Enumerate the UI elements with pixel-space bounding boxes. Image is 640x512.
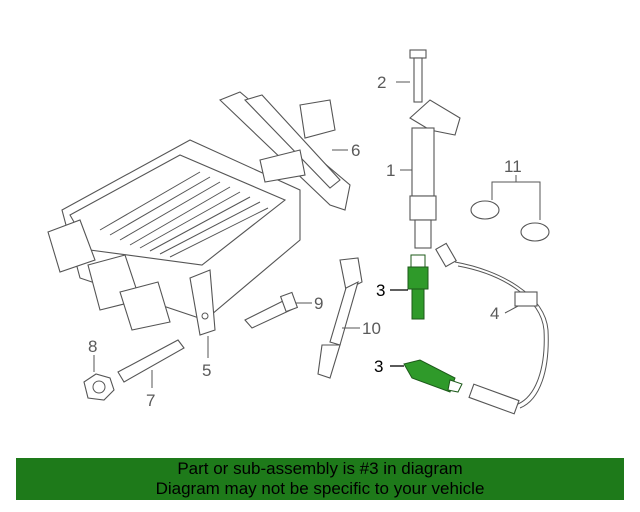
nut: [83, 373, 115, 401]
callout-3-vertical: 3: [376, 281, 385, 300]
ignition-coil: [409, 99, 461, 249]
ecu-module: [47, 139, 301, 336]
callout-10: 10: [362, 319, 381, 338]
callout-1: 1: [386, 161, 395, 180]
bracket: [219, 91, 351, 211]
spark-plug-vertical: [407, 254, 429, 320]
tube: [117, 339, 185, 383]
leader-lines: [93, 81, 519, 388]
banner-line-disclaimer: Diagram may not be specific to your vehi…: [155, 479, 485, 498]
plug-wire: [435, 242, 549, 415]
callout-5: 5: [202, 361, 211, 380]
spark-plug-horizontal: [403, 359, 463, 393]
callout-4: 4: [490, 304, 499, 323]
coil-boot-short: [244, 291, 299, 329]
callout-11: 11: [504, 157, 522, 176]
callout-3-horizontal: 3: [374, 357, 383, 376]
coil-boot-long: [317, 257, 363, 379]
notice-banner: Part or sub-assembly is #3 in diagram Di…: [16, 458, 624, 500]
clips: [470, 175, 550, 242]
callout-6: 6: [351, 141, 360, 160]
bolt: [409, 49, 427, 103]
callout-9: 9: [314, 294, 323, 313]
callout-8: 8: [88, 337, 97, 356]
callout-2: 2: [377, 73, 386, 92]
banner-line-part: Part or sub-assembly is #3 in diagram: [177, 459, 463, 478]
callout-7: 7: [146, 391, 155, 410]
